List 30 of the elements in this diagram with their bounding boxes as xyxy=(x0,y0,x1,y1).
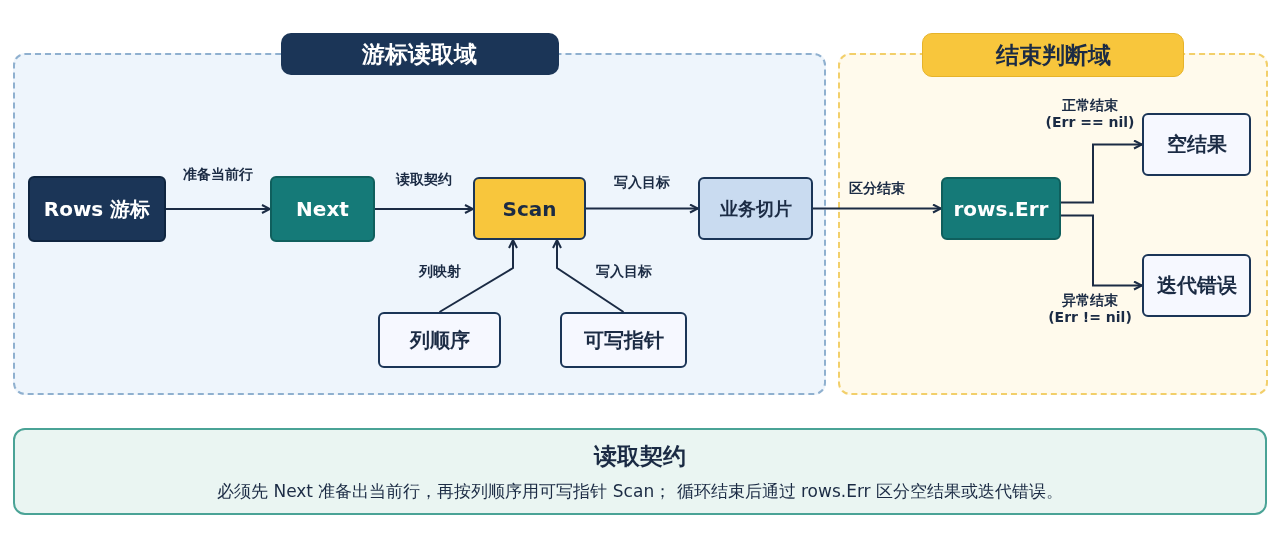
arrow xyxy=(1060,139,1143,204)
input-box: 列顺序 xyxy=(378,312,501,368)
input-box: 可写指针 xyxy=(560,312,687,368)
edge-label: 正常结束 (Err == nil) xyxy=(1045,96,1135,132)
edge-label: 异常结束 (Err != nil) xyxy=(1047,291,1133,327)
arrow xyxy=(585,203,699,214)
edge-label: 写入目标 xyxy=(613,173,671,191)
note-text: 必须先 Next 准备出当前行，再按列顺序用可写指针 Scan； 循环结束后通过 rows.Err 区分空结果或迭代错误。 xyxy=(217,479,1063,503)
edge-label: 列映射 xyxy=(417,263,462,281)
edge-label: 读取契约 xyxy=(394,171,453,189)
edge-label: 区分结束 xyxy=(848,179,906,197)
arrow xyxy=(374,204,474,214)
arrow xyxy=(438,239,518,313)
domain-title: 游标读取域 xyxy=(280,33,559,75)
input-box: 空结果 xyxy=(1142,113,1251,176)
arrow xyxy=(1060,214,1143,291)
process-box: rows.Err xyxy=(941,177,1061,240)
process-box: Scan xyxy=(473,177,586,240)
domain-title: 结束判断域 xyxy=(922,33,1184,77)
edge-label: 写入目标 xyxy=(594,263,653,281)
note-title: 读取契约 xyxy=(594,441,686,471)
edge-label: 准备当前行 xyxy=(182,166,254,184)
cursor-box: Rows 游标 xyxy=(28,176,166,242)
arrow xyxy=(552,239,625,313)
arrow xyxy=(165,204,271,214)
process-box: Next xyxy=(270,176,375,242)
result-box: 业务切片 xyxy=(698,177,813,240)
contract-note-panel xyxy=(13,428,1267,515)
arrow xyxy=(812,203,942,214)
input-box: 迭代错误 xyxy=(1142,254,1251,317)
